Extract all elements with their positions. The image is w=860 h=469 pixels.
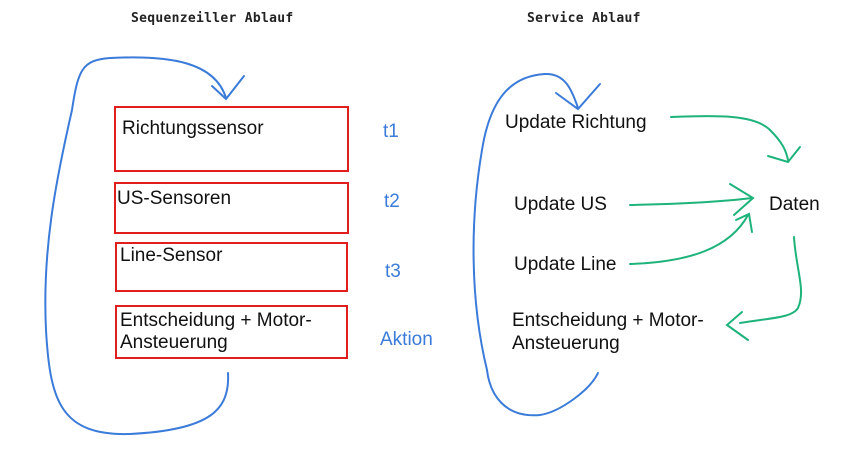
- step-box-line-sensor: [115, 242, 348, 292]
- arrowhead-richtung: [767, 146, 801, 164]
- arrow-richtung-to-daten: [670, 115, 789, 161]
- arrow-line-to-daten: [629, 214, 749, 265]
- data-store-label: Daten: [769, 194, 820, 215]
- step-label-richtungssensor: Richtungssensor: [122, 118, 264, 139]
- service-entscheidung-line1: Entscheidung + Motor-: [512, 310, 704, 331]
- arrow-us-to-daten: [629, 197, 753, 206]
- right-title: Service Ablauf: [527, 11, 641, 26]
- service-update-line: Update Line: [514, 254, 617, 275]
- step-label-line-sensor: Line-Sensor: [120, 245, 223, 266]
- time-label-t3: t3: [385, 261, 401, 282]
- left-loop-arrowhead: [211, 75, 245, 101]
- service-entscheidung-line2: Ansteuerung: [512, 333, 620, 354]
- time-label-aktion: Aktion: [380, 329, 433, 350]
- left-loop-arrow: [44, 56, 230, 436]
- step-label-us-sensoren: US-Sensoren: [117, 188, 232, 209]
- step-label-entscheidung-line1: Entscheidung + Motor-: [120, 310, 312, 331]
- step-box-us-sensoren: [114, 182, 349, 234]
- left-title: Sequenzeiller Ablauf: [131, 11, 294, 26]
- service-update-us: Update US: [514, 194, 607, 215]
- arrowhead-entscheidung: [725, 311, 749, 341]
- step-label-entscheidung-line2: Ansteuerung: [120, 332, 228, 353]
- arrowhead-us: [729, 183, 755, 216]
- right-loop-arrow: [472, 72, 599, 417]
- step-box-entscheidung: [115, 305, 348, 359]
- time-label-t1: t1: [383, 121, 399, 142]
- service-update-richtung: Update Richtung: [505, 112, 647, 133]
- right-loop-arrowhead: [555, 83, 601, 111]
- arrowhead-line: [735, 212, 753, 233]
- step-box-richtungssensor: [114, 106, 349, 172]
- time-label-t2: t2: [384, 191, 400, 212]
- arrow-daten-to-entscheidung: [739, 236, 802, 324]
